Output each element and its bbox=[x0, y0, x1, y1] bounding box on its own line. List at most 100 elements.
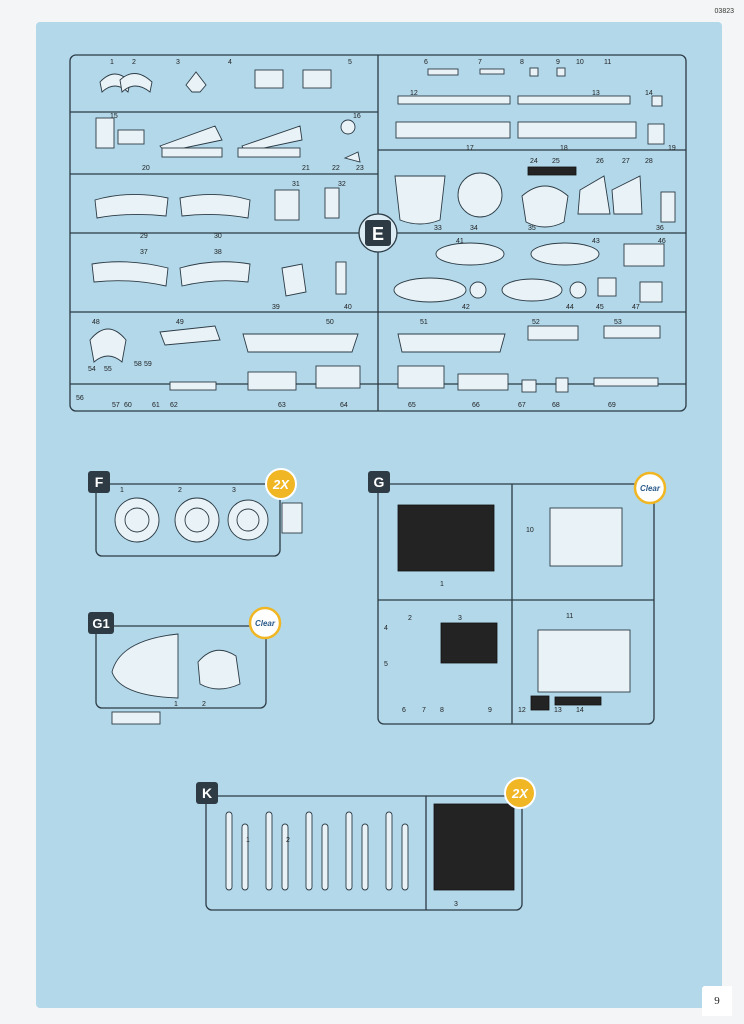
part-number: 11 bbox=[604, 59, 611, 66]
part-number: 13 bbox=[592, 90, 600, 97]
part-number: 2 bbox=[286, 837, 290, 844]
part-number: 57 bbox=[112, 402, 120, 409]
part-number: 5 bbox=[384, 661, 388, 668]
part-number: 2 bbox=[202, 701, 206, 708]
part-number: 45 bbox=[596, 304, 604, 311]
sprue-g-letter: G bbox=[374, 474, 385, 490]
part-number: 48 bbox=[92, 319, 100, 326]
part-number: 21 bbox=[302, 165, 310, 172]
part-number: 9 bbox=[556, 59, 560, 66]
sprue-k: 1 2 3 K 2X bbox=[196, 777, 536, 911]
part-number: 32 bbox=[338, 181, 346, 188]
quantity-badge bbox=[504, 777, 536, 809]
part-number: 68 bbox=[552, 402, 560, 409]
part-number: 14 bbox=[576, 707, 584, 714]
part-number: 29 bbox=[140, 233, 148, 240]
part-number: 4 bbox=[384, 625, 388, 632]
part-number: 6 bbox=[424, 59, 428, 66]
clear-badge-text: Clear bbox=[640, 484, 661, 493]
part-number: 53 bbox=[614, 319, 622, 326]
part-number: 1 bbox=[246, 837, 250, 844]
part-number: 10 bbox=[576, 59, 584, 66]
missile-parts bbox=[225, 811, 409, 891]
part-number: 37 bbox=[140, 249, 148, 256]
part-number: 8 bbox=[440, 707, 444, 714]
part-number: 3 bbox=[458, 615, 462, 622]
part-number: 7 bbox=[478, 59, 482, 66]
part-number: 1 bbox=[120, 487, 124, 494]
part-number: 64 bbox=[340, 402, 348, 409]
part-number: 40 bbox=[344, 304, 352, 311]
part-number: 3 bbox=[176, 59, 180, 66]
part-number: 12 bbox=[518, 707, 526, 714]
sprue-f-letter: F bbox=[95, 474, 104, 490]
part-number: 54 bbox=[88, 366, 96, 373]
part-number: 11 bbox=[566, 613, 573, 620]
part-number: 1 bbox=[110, 59, 114, 66]
page-number: 9 bbox=[702, 986, 732, 1016]
part-number: 14 bbox=[645, 90, 653, 97]
sprue-e-letter: E bbox=[372, 224, 384, 244]
part-number: 51 bbox=[420, 319, 428, 326]
part-number: 3 bbox=[232, 487, 236, 494]
document-number: 03823 bbox=[714, 8, 734, 15]
part-number: 10 bbox=[526, 527, 534, 534]
part-number: 36 bbox=[656, 225, 664, 232]
part-number: 61 bbox=[152, 402, 160, 409]
part-number: 12 bbox=[410, 90, 418, 97]
part-number: 30 bbox=[214, 233, 222, 240]
part-number: 5 bbox=[348, 59, 352, 66]
part-number: 3 bbox=[454, 901, 458, 908]
sprue-k-letter: K bbox=[202, 785, 212, 801]
part-number: 8 bbox=[520, 59, 524, 66]
quantity-badge-text: 2X bbox=[272, 477, 290, 492]
part-number: 15 bbox=[110, 113, 118, 120]
part-number: 26 bbox=[596, 158, 604, 165]
part-number: 46 bbox=[658, 238, 666, 245]
part-number: 43 bbox=[592, 238, 600, 245]
quantity-badge-text: 2X bbox=[511, 786, 529, 801]
clear-badge-text: Clear bbox=[255, 619, 276, 628]
part-number: 27 bbox=[622, 158, 630, 165]
part-number: 23 bbox=[356, 165, 364, 172]
part-number: 9 bbox=[488, 707, 492, 714]
part-number: 2 bbox=[408, 615, 412, 622]
part-number: 17 bbox=[466, 145, 474, 152]
part-number: 1 bbox=[440, 581, 444, 588]
part-number: 13 bbox=[554, 707, 562, 714]
part-number: 6 bbox=[402, 707, 406, 714]
part-number: 58 bbox=[134, 361, 142, 368]
sprue-g-tag bbox=[368, 471, 390, 493]
part-number: 55 bbox=[104, 366, 112, 373]
part-number: 67 bbox=[518, 402, 526, 409]
part-number: 69 bbox=[608, 402, 616, 409]
quantity-badge bbox=[265, 468, 297, 500]
part-number: 25 bbox=[552, 158, 560, 165]
sprue-e: E 1 2 3 4 5 6 7 8 9 10 11 12 13 14 15 16… bbox=[69, 54, 687, 412]
part-number: 2 bbox=[132, 59, 136, 66]
part-number: 19 bbox=[668, 145, 676, 152]
sprue-f-tag bbox=[88, 471, 110, 493]
part-number: 18 bbox=[560, 145, 568, 152]
sprue-g1: 1 2 G1 Clear bbox=[88, 606, 282, 725]
part-number: 41 bbox=[456, 238, 464, 245]
part-number: 65 bbox=[408, 402, 416, 409]
part-number: 60 bbox=[124, 402, 132, 409]
part-number: 1 bbox=[174, 701, 178, 708]
part-number: 56 bbox=[76, 395, 84, 402]
part-number: 44 bbox=[566, 304, 574, 311]
sprue-f: 1 2 3 F 2X bbox=[88, 468, 303, 557]
part-number: 4 bbox=[228, 59, 232, 66]
part-number: 22 bbox=[332, 165, 340, 172]
sprue-g: 1 2 3 4 5 6 7 8 9 10 11 12 13 14 G Clear bbox=[368, 471, 667, 725]
part-number: 47 bbox=[632, 304, 640, 311]
part-number: 2 bbox=[178, 487, 182, 494]
part-number: 28 bbox=[645, 158, 653, 165]
sprue-k-tag bbox=[196, 782, 218, 804]
part-number: 7 bbox=[422, 707, 426, 714]
part-number: 42 bbox=[462, 304, 470, 311]
part-number: 52 bbox=[532, 319, 540, 326]
part-number: 38 bbox=[214, 249, 222, 256]
part-number: 16 bbox=[353, 113, 361, 120]
